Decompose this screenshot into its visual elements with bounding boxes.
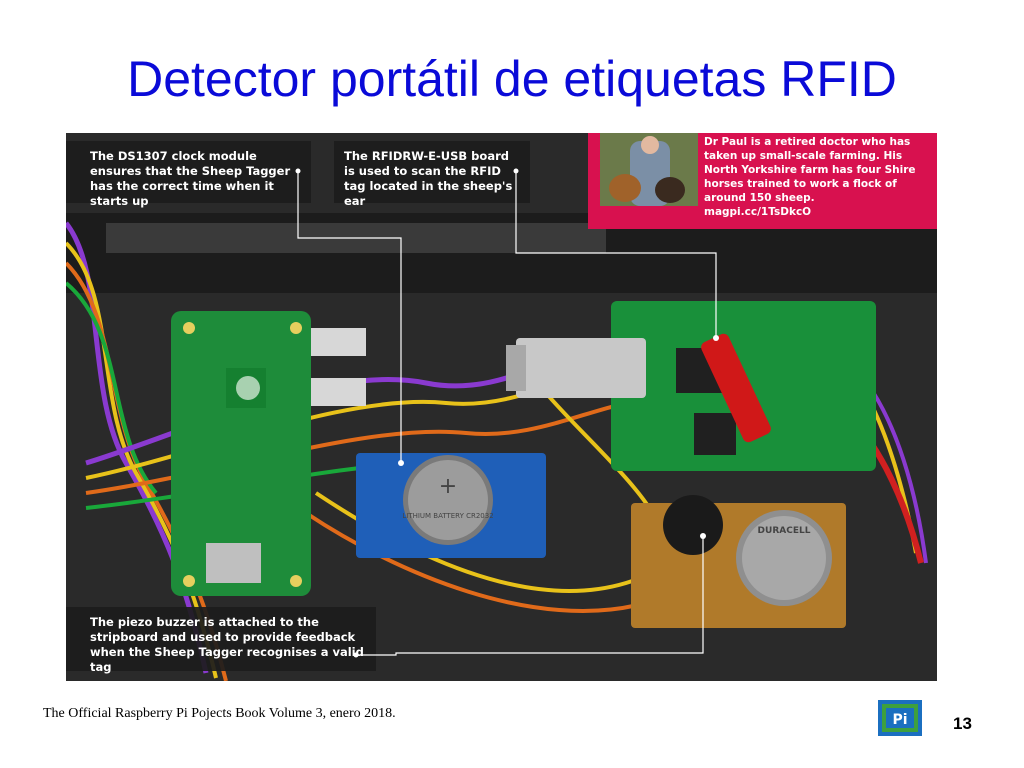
hardware-photo: + LITHIUM BATTERY CR2032 DURACELL The DS… xyxy=(66,133,937,681)
callout-piezo-text: The piezo buzzer is attached to the stri… xyxy=(90,615,364,674)
callout-rfid-board: The RFIDRW-E-USB board is used to scan t… xyxy=(334,141,530,208)
callout-clock-module: The DS1307 clock module ensures that the… xyxy=(66,141,311,208)
pi-logo: Pi xyxy=(878,700,922,736)
author-bio-link[interactable]: magpi.cc/1TsDkcO xyxy=(704,206,812,218)
author-portrait xyxy=(600,133,698,206)
author-bio: Dr Paul is a retired doctor who has take… xyxy=(704,135,932,219)
source-citation: The Official Raspberry Pi Pojects Book V… xyxy=(43,706,396,721)
callout-rfid-text: The RFIDRW-E-USB board is used to scan t… xyxy=(344,149,513,208)
battery-plus-icon: + xyxy=(439,474,457,499)
pi-logo-text: Pi xyxy=(892,712,907,728)
pi-logo-icon: Pi xyxy=(878,700,922,736)
duracell-label: DURACELL xyxy=(758,526,811,536)
page-number: 13 xyxy=(953,714,972,733)
slide-title: Detector portátil de etiquetas RFID xyxy=(127,51,897,107)
battery-label: LITHIUM BATTERY CR2032 xyxy=(402,512,493,520)
callout-clock-text: The DS1307 clock module ensures that the… xyxy=(90,149,291,208)
author-bio-box: Dr Paul is a retired doctor who has take… xyxy=(588,133,937,229)
callout-piezo-buzzer: The piezo buzzer is attached to the stri… xyxy=(66,607,376,674)
author-bio-text: Dr Paul is a retired doctor who has take… xyxy=(704,136,916,204)
